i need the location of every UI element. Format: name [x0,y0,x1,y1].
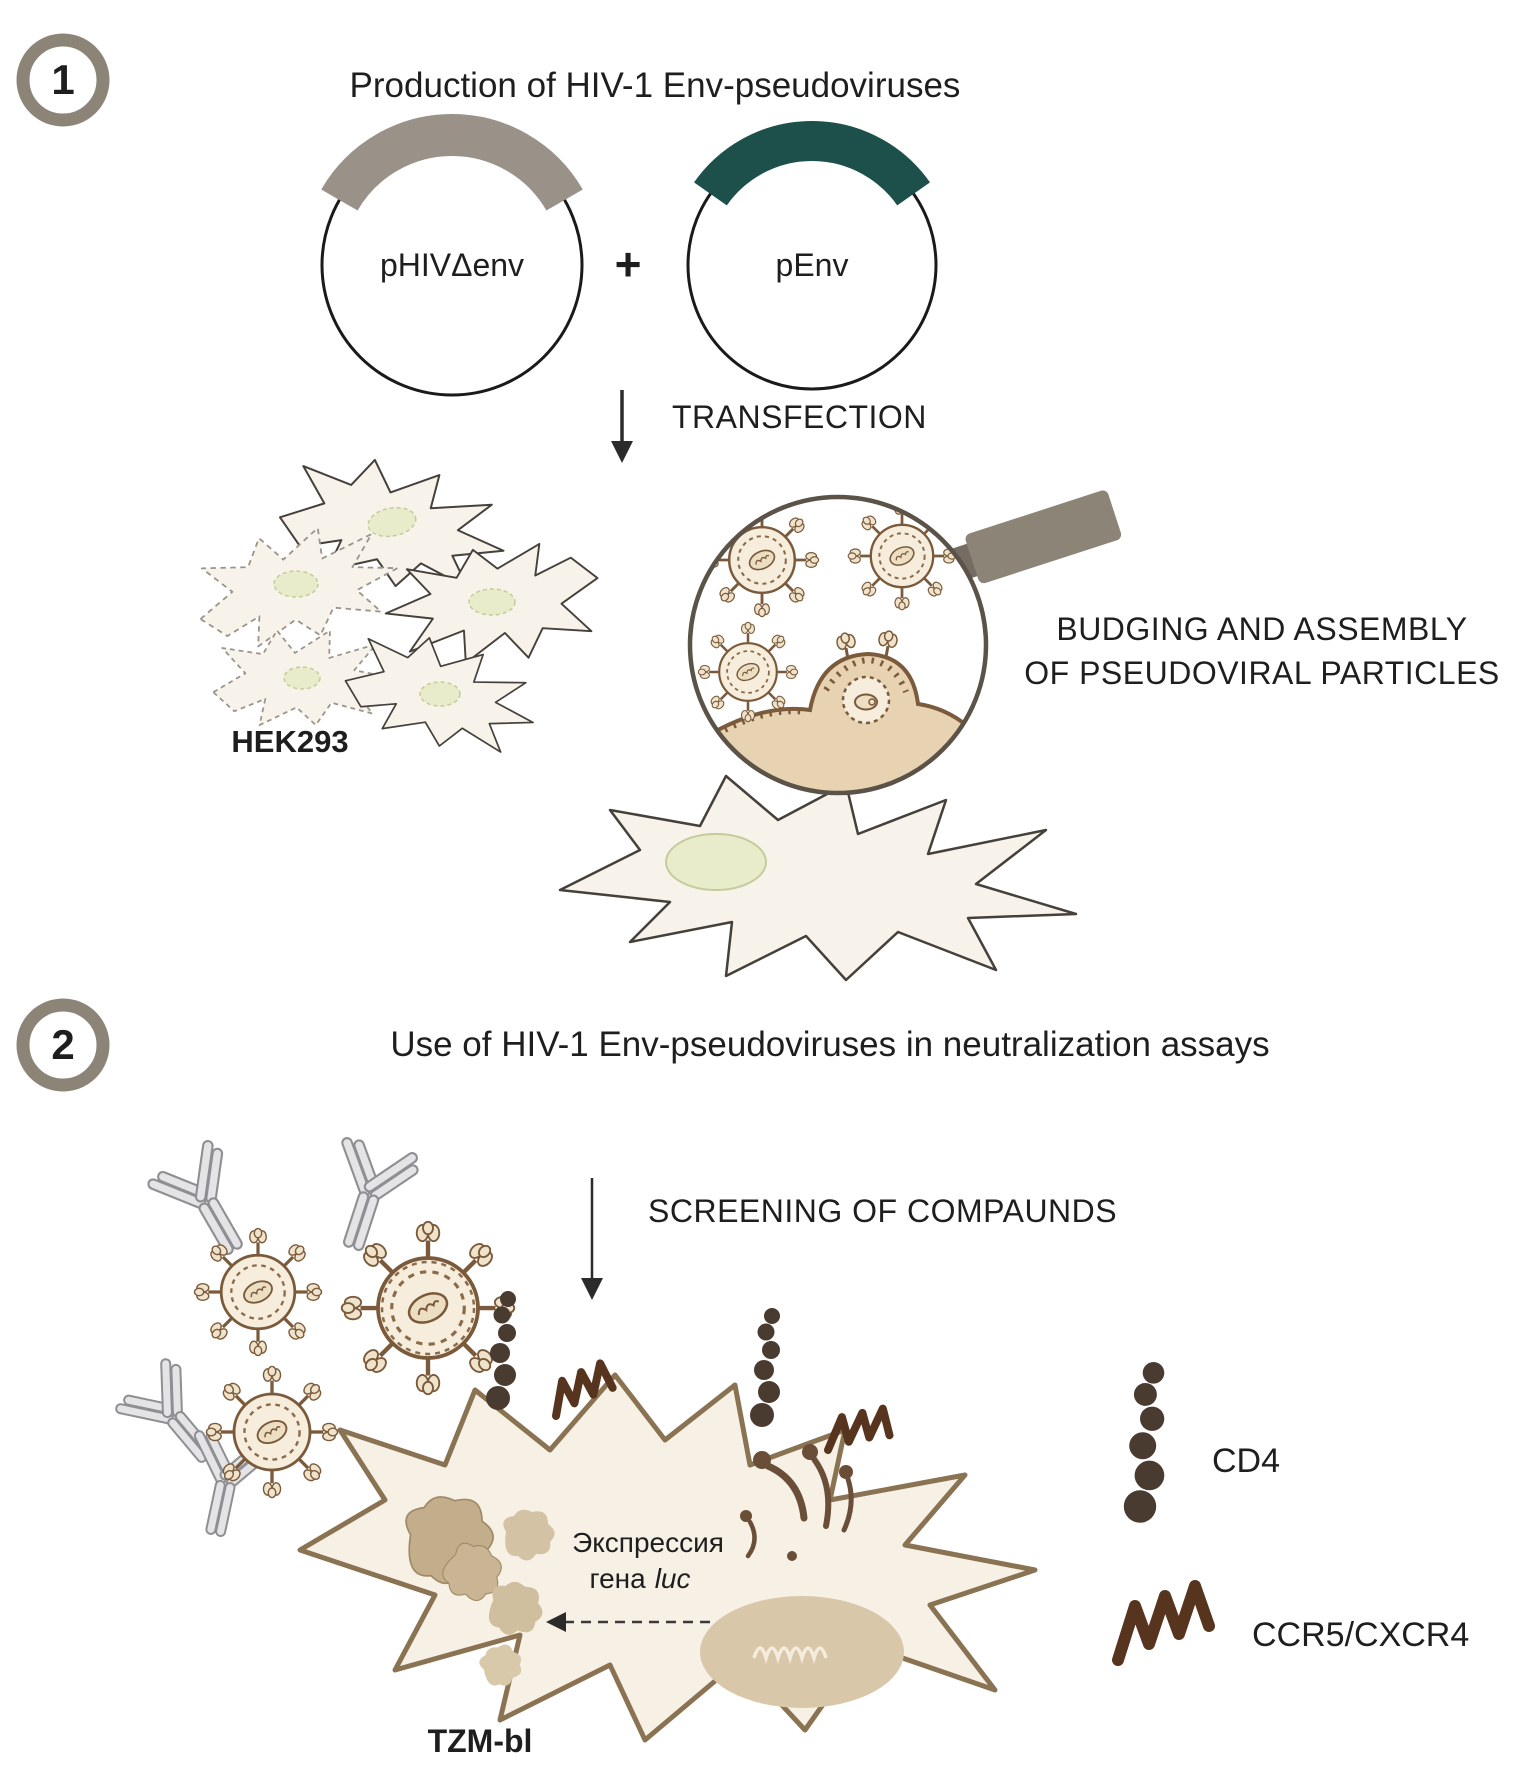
antibody-icon [141,1132,273,1273]
legend-cd4-label: CD4 [1212,1442,1280,1480]
expression-text-line1: Экспрессия [572,1527,724,1558]
legend: CD4 CCR5/CXCR4 [1112,1362,1469,1666]
entry-particle [740,1510,752,1522]
provirus-coil [752,1646,828,1665]
legend-ccr5-icon [1112,1580,1215,1666]
producer-cell-nucleus [665,833,767,891]
plus-sign: + [615,238,642,290]
magnified-membrane [690,651,986,752]
screening-arrow: SCREENING OF COMPAUNDS [581,1178,1117,1300]
budding-caption-line1: BUDGING AND ASSEMBLY [1056,611,1467,647]
budding-spike-stem [844,647,850,660]
viral-entry-organelles [740,1444,854,1561]
hek-nucleus [419,681,461,707]
entry-particle [839,1465,853,1479]
pseudovirion-large [342,1222,515,1395]
cd4-receptor [750,1308,780,1427]
tzm-nucleus-body [700,1596,904,1708]
lens-virion [698,622,797,721]
plasmid-penv-label: pEnv [776,247,849,283]
producer-cell-body [558,774,1078,982]
entry-tail [841,1476,854,1533]
budding-caption: BUDGING AND ASSEMBLY OF PSEUDOVIRAL PART… [1024,611,1500,691]
legend-cd4-icon [1123,1362,1165,1523]
magnifier-lens-content [690,502,986,793]
transfection-label: TRANSFECTION [672,399,927,435]
free-pseudovirions [195,1222,515,1498]
budding-caption-line2: OF PSEUDOVIRAL PARTICLES [1024,655,1500,691]
step1-badge-ring [16,33,110,127]
transfection-arrow-head [611,441,633,463]
entry-tail [764,1462,808,1522]
producer-cell [558,774,1078,982]
plasmid-phivdenv-insert-arc [321,114,583,211]
hek-nucleus [367,506,417,538]
transfection-arrow: TRANSFECTION [611,390,927,463]
step2-badge-number: 2 [51,1021,74,1068]
magnified-cytoplasm [690,654,986,793]
plasmid-penv-insert-arc [694,121,930,206]
magnifier-handle-grip [965,490,1122,584]
antibody-icon [310,1128,428,1261]
section-2-neutralization: 2 Use of HIV-1 Env-pseudoviruses in neut… [16,998,1469,1759]
tzm-nucleus [700,1596,904,1708]
screening-arrow-head [581,1278,603,1300]
step1-badge-number: 1 [51,56,74,103]
budding-virion-capsid [854,693,878,711]
hek293-label: HEK293 [231,724,348,759]
budding-spike-stem [884,645,890,658]
magnifier [687,490,1122,796]
entry-tail [745,1519,757,1559]
step1-badge: 1 [16,33,110,127]
legend-ccr5-label: CCR5/CXCR4 [1252,1616,1469,1654]
tzm-bl-label: TZM-bl [428,1723,533,1759]
step2-badge-ring [16,998,110,1092]
plasmid-phivdenv: pHIVΔenv [320,114,584,397]
pseudovirion [206,1366,337,1497]
pseudovirion-large-ring [380,1260,476,1356]
lens-virion [848,502,956,610]
expression-arrow-head [546,1612,566,1632]
pseudovirion [195,1229,322,1356]
step1-title: Production of HIV-1 Env-pseudoviruses [350,66,961,105]
hek293-cells: HEK293 [183,447,610,765]
hek-nucleus [273,570,319,598]
entry-particle [787,1551,797,1561]
step2-badge: 2 [16,998,110,1092]
entry-tail [811,1456,832,1529]
screening-label: SCREENING OF COMPAUNDS [648,1193,1117,1229]
magnifier-lens-rim [687,494,989,796]
hek-nucleus [283,666,321,690]
section-1-production: 1 Production of HIV-1 Env-pseudoviruses … [16,33,1500,982]
plasmid-phivdenv-label: pHIVΔenv [380,247,524,283]
plasmid-penv: pEnv [686,121,938,391]
step2-title: Use of HIV-1 Env-pseudoviruses in neutra… [390,1025,1269,1064]
hek-nucleus [468,588,516,616]
budding-virion-dot [868,698,876,706]
